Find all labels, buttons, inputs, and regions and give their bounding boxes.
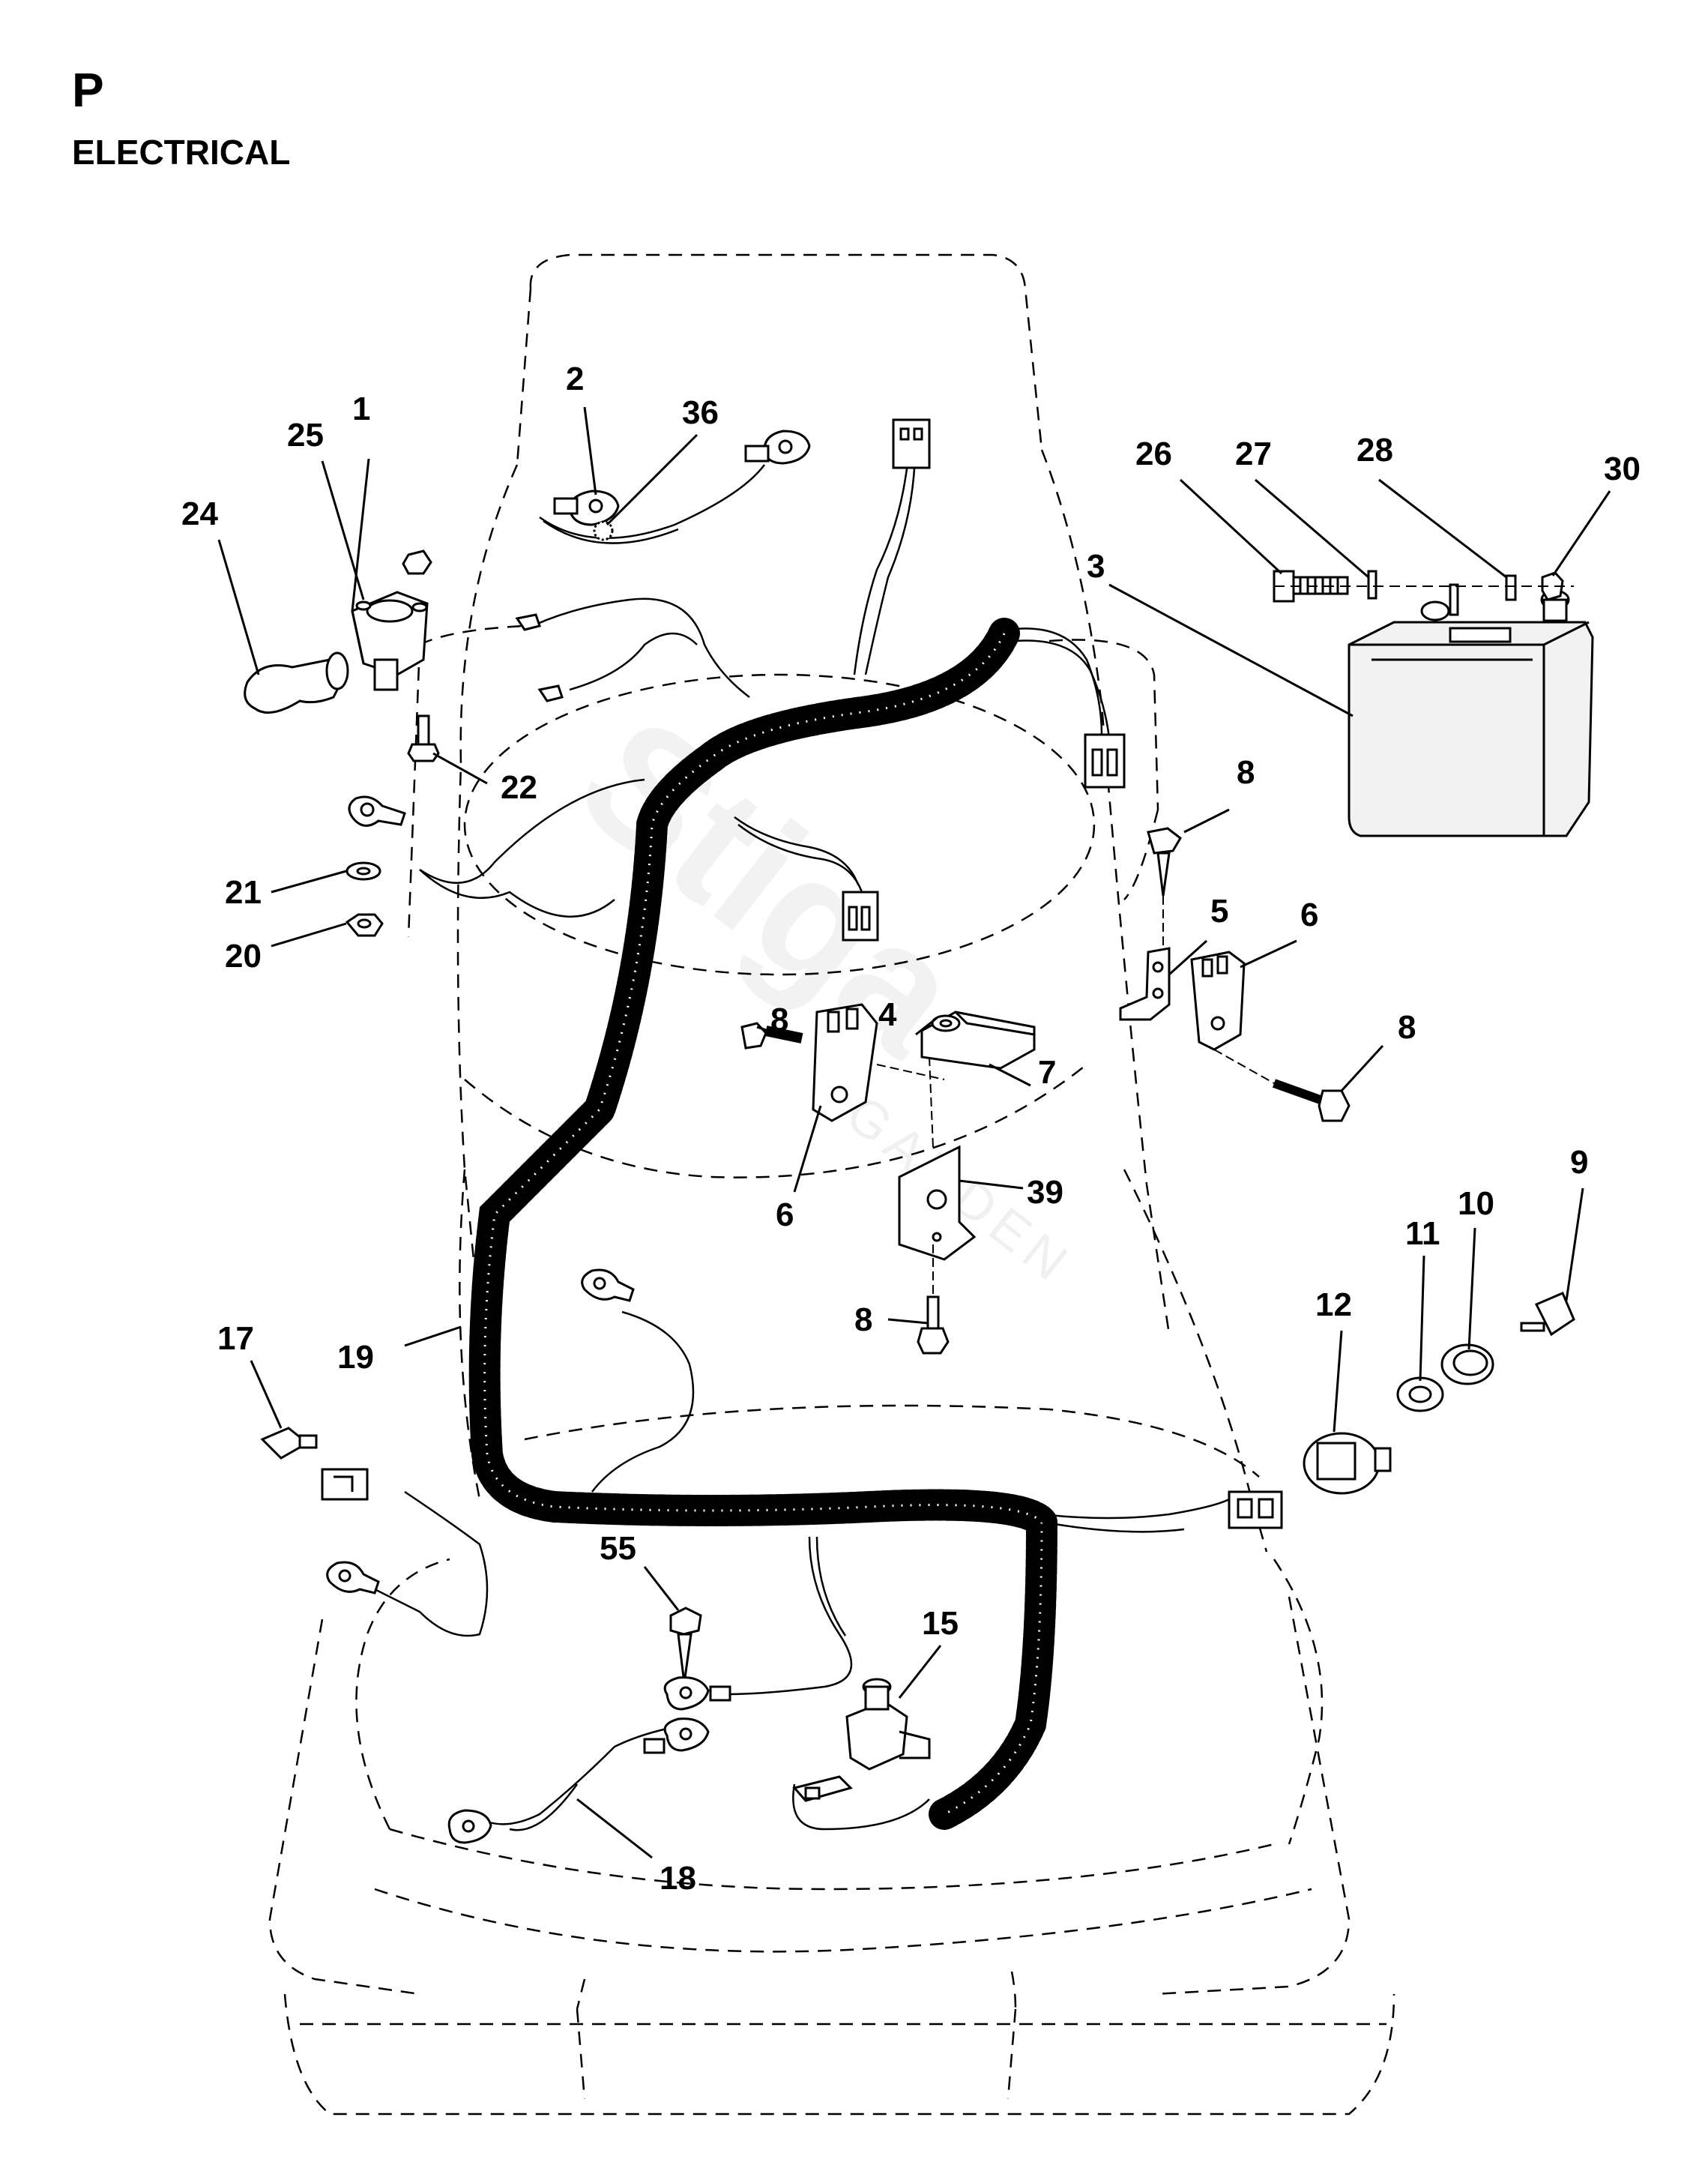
- fuse-assembly: [260, 1268, 635, 1595]
- callout-17: 17: [217, 1320, 254, 1357]
- callout-19: 19: [337, 1339, 374, 1376]
- switch-assembly-right: [1119, 827, 1351, 1122]
- battery-assembly: [1273, 570, 1594, 837]
- callout-25: 25: [287, 417, 324, 454]
- callout-6-center: 6: [776, 1196, 794, 1233]
- callout-12: 12: [1315, 1286, 1352, 1323]
- callout-18: 18: [660, 1860, 696, 1897]
- section-title: ELECTRICAL: [72, 133, 291, 172]
- callout-11: 11: [1405, 1215, 1440, 1252]
- callout-28: 28: [1357, 432, 1393, 469]
- cable-2: [553, 430, 811, 541]
- ignition-assembly: [1228, 1292, 1575, 1529]
- callout-15: 15: [922, 1605, 959, 1642]
- ground-and-seat-switch: [447, 1607, 931, 1844]
- callout-27: 27: [1235, 436, 1272, 472]
- callout-20: 20: [225, 938, 262, 975]
- switch-assembly-center: [740, 1003, 1036, 1355]
- callout-9: 9: [1570, 1144, 1588, 1181]
- callout-2: 2: [566, 361, 584, 397]
- callout-39: 39: [1027, 1174, 1063, 1211]
- callout-3: 3: [1087, 548, 1105, 585]
- harness-connectors: [515, 418, 1126, 942]
- leader-lines: [217, 406, 1611, 1859]
- callout-1: 1: [352, 391, 370, 427]
- callout-8-lower-right: 8: [1398, 1009, 1416, 1046]
- solenoid-assembly: [244, 549, 440, 937]
- callout-8-center: 8: [770, 1002, 788, 1038]
- callout-55: 55: [600, 1530, 636, 1567]
- harness-coil: [468, 618, 1058, 1830]
- callout-8-top-right: 8: [1237, 754, 1255, 791]
- callout-6-right: 6: [1300, 897, 1318, 933]
- callout-8-bottom: 8: [854, 1301, 872, 1338]
- callout-22: 22: [501, 769, 537, 806]
- tractor-outline: [268, 253, 1395, 2116]
- callout-numbers: 1 2 3 4 5 6 6 7 8 8 8 8 8 9 10 11 12 15 …: [181, 361, 1641, 1897]
- callout-5: 5: [1210, 893, 1228, 930]
- callout-10: 10: [1458, 1185, 1494, 1222]
- callout-30: 30: [1604, 451, 1641, 487]
- callout-4: 4: [878, 996, 897, 1033]
- callout-36: 36: [682, 394, 719, 431]
- section-letter: P: [72, 63, 104, 117]
- callout-24: 24: [181, 496, 218, 532]
- callout-21: 21: [225, 874, 262, 911]
- callout-7: 7: [1038, 1054, 1056, 1091]
- wires: [374, 464, 1230, 1831]
- callout-26: 26: [1135, 436, 1172, 472]
